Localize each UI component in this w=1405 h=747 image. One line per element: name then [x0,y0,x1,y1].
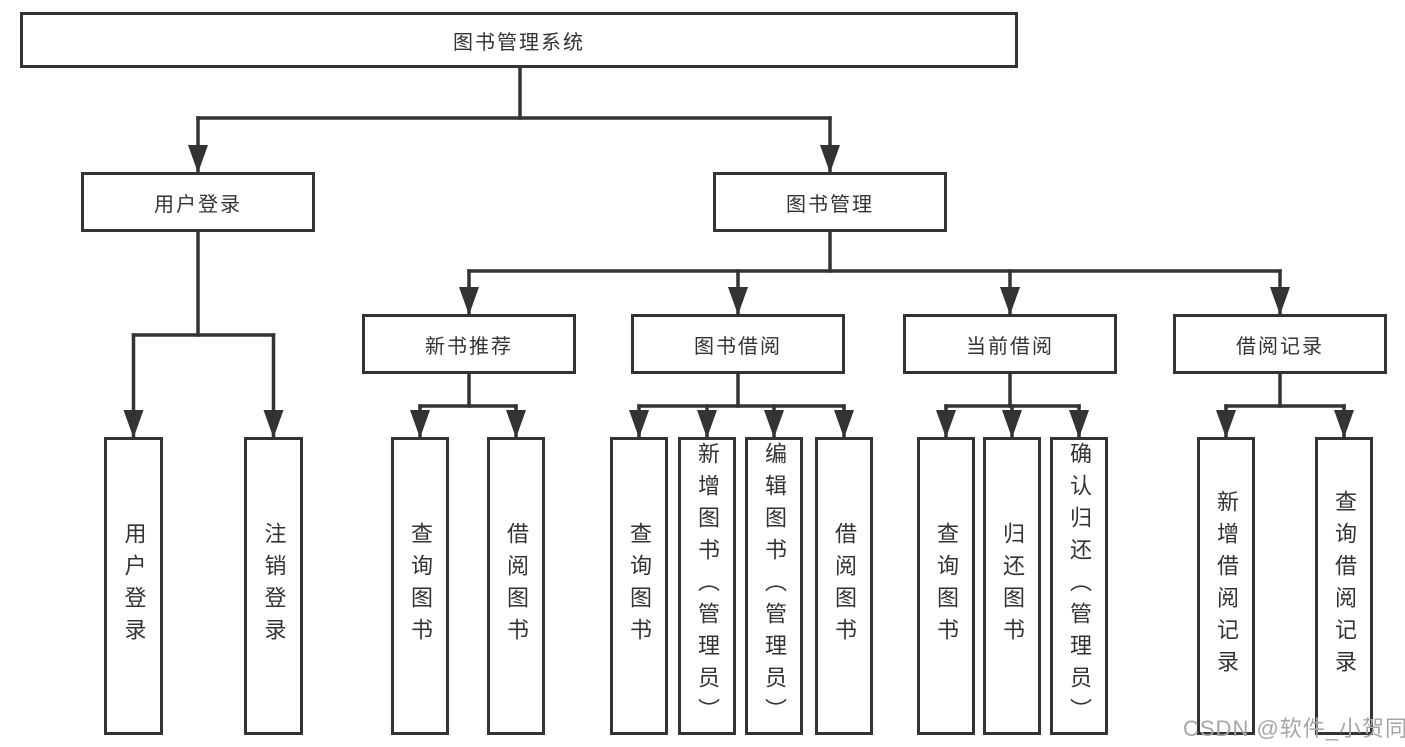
leaf-query-books-3: 查询图书 [917,437,975,735]
node-label: 注销登录 [261,522,287,650]
node-user-login: 用户登录 [81,172,315,232]
node-label: 图书管理 [786,193,874,216]
node-book-management: 图书管理 [713,172,947,232]
leaf-edit-books-admin: 编辑图书（管理员） [745,437,803,735]
node-current-borrow: 当前借阅 [903,314,1117,374]
node-label: 查询图书 [934,522,959,650]
leaf-user-login: 用户登录 [104,437,163,735]
leaf-logout: 注销登录 [244,437,303,735]
node-label: 新增图书（管理员） [695,442,720,730]
node-label: 新增借阅记录 [1214,490,1239,682]
node-book-borrow: 图书借阅 [631,314,845,374]
node-label: 用户登录 [154,193,242,216]
node-label: 查询图书 [627,522,652,650]
node-label: 归还图书 [1000,522,1025,650]
node-root-library-system: 图书管理系统 [20,12,1018,68]
node-label: 编辑图书（管理员） [762,442,787,730]
node-label: 查询图书 [408,522,433,650]
node-borrow-records: 借阅记录 [1173,314,1387,374]
leaf-add-borrow-record: 新增借阅记录 [1197,437,1255,735]
leaf-query-books-1: 查询图书 [391,437,449,735]
node-label: 借阅记录 [1236,335,1324,358]
node-new-book-recommend: 新书推荐 [362,314,576,374]
leaf-confirm-return-admin: 确认归还（管理员） [1050,437,1108,735]
csdn-watermark: CSDN @软件_小贺同学 [1183,716,1405,741]
leaf-query-books-2: 查询图书 [610,437,668,735]
leaf-query-borrow-record: 查询借阅记录 [1315,437,1373,735]
leaf-return-books: 归还图书 [983,437,1041,735]
node-label: 借阅图书 [504,522,529,650]
node-label: 图书借阅 [694,335,782,358]
node-label: 新书推荐 [425,335,513,358]
node-label: 查询借阅记录 [1332,490,1357,682]
node-label: 确认归还（管理员） [1067,442,1092,730]
leaf-borrow-books-1: 借阅图书 [487,437,545,735]
node-label: 借阅图书 [832,522,857,650]
node-label: 用户登录 [121,522,147,650]
leaf-add-books-admin: 新增图书（管理员） [678,437,736,735]
leaf-borrow-books-2: 借阅图书 [815,437,873,735]
node-label: 图书管理系统 [453,31,585,54]
node-label: 当前借阅 [966,335,1054,358]
